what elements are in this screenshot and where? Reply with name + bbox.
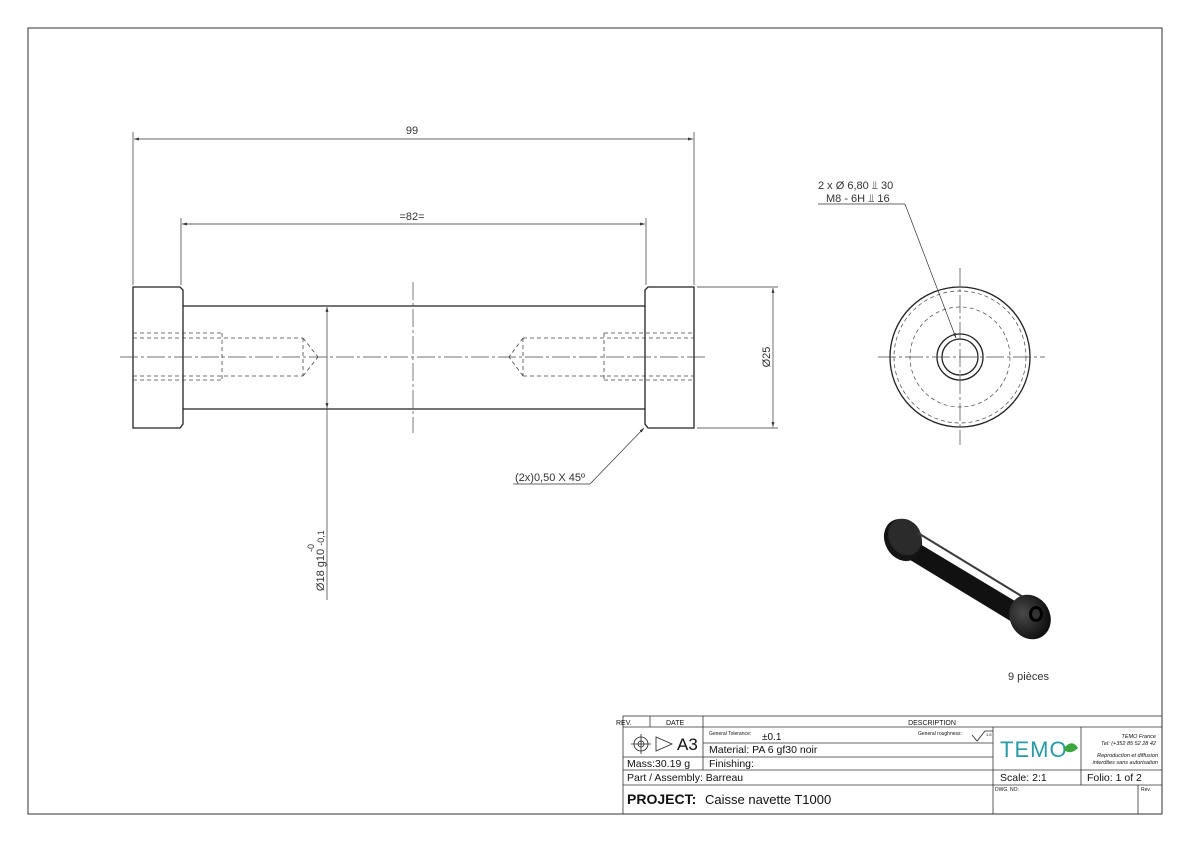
rev-small: Rev.: [1141, 787, 1151, 793]
dim-overall-length: [132, 132, 695, 285]
end-view: [878, 268, 1045, 445]
sheet-size: A3: [677, 735, 698, 754]
hidden-lines: [133, 332, 694, 381]
front-view: [132, 286, 695, 429]
roughness-value: 1.6: [986, 732, 992, 737]
repro-line1: Reproduction et diffusion: [1097, 753, 1158, 759]
scale: Scale: 2:1: [1000, 772, 1047, 784]
general-tolerance-value: ±0.1: [762, 732, 782, 743]
front-centerlines: [120, 282, 705, 433]
company-tel: Tel: (+352 85 52 28 42: [1101, 741, 1156, 747]
description-header: DESCRIPTION: [908, 720, 956, 727]
folio: Folio: 1 of 2: [1087, 772, 1142, 784]
chamfer-label: (2x)0,50 X 45º: [515, 472, 585, 484]
dim-diameter: [697, 286, 778, 429]
dim-inner-label: =82=: [399, 211, 424, 223]
project-label: PROJECT:: [627, 791, 696, 807]
roughness-symbol-icon: [971, 730, 993, 742]
dim-inner-length: [180, 218, 647, 285]
isometric-view: [883, 518, 1051, 640]
logo-leaf-icon: [1063, 743, 1078, 753]
projection-symbol-icon: [631, 734, 673, 754]
general-roughness-label: General roughness:: [918, 731, 962, 737]
material: Material: PA 6 gf30 noir: [709, 744, 818, 756]
hole-callout-line2: M8 - 6H ⫫ 16: [826, 193, 890, 205]
right-head: [644, 286, 695, 429]
dim-diameter-label: Ø25: [761, 347, 773, 368]
dim-shaft-label: Ø18 g10: [315, 549, 327, 591]
finishing: Finishing:: [709, 758, 754, 770]
date-header: DATE: [666, 720, 684, 727]
repro-line2: interdites sans autorisation: [1093, 760, 1158, 766]
title-block: [622, 715, 1163, 815]
hole-leader: [818, 203, 957, 339]
dwg-no: DWG. NO:: [995, 787, 1019, 793]
rev-header: REV.: [616, 720, 632, 727]
general-tolerance-label: General Tolerance:: [709, 731, 751, 737]
company-logo: TEMO: [1000, 737, 1068, 762]
part-assembly: Part / Assembly: Barreau: [627, 772, 743, 784]
dim-shaft-tol-lower: -0,1: [316, 530, 326, 546]
hole-callout-line1: 2 x Ø 6,80 ⫫ 30: [818, 180, 893, 192]
mass: Mass:30.19 g: [627, 758, 690, 770]
project-value: Caisse navette T1000: [705, 792, 831, 807]
chamfer-leader: [513, 427, 645, 485]
sheet-border: [27, 27, 1163, 815]
dim-shaft-tol-upper: -0: [306, 544, 316, 552]
quantity-note: 9 pièces: [1008, 671, 1049, 683]
left-head: [132, 286, 184, 429]
dim-overall-label: 99: [406, 125, 418, 137]
company-name: TEMO France: [1121, 734, 1156, 740]
